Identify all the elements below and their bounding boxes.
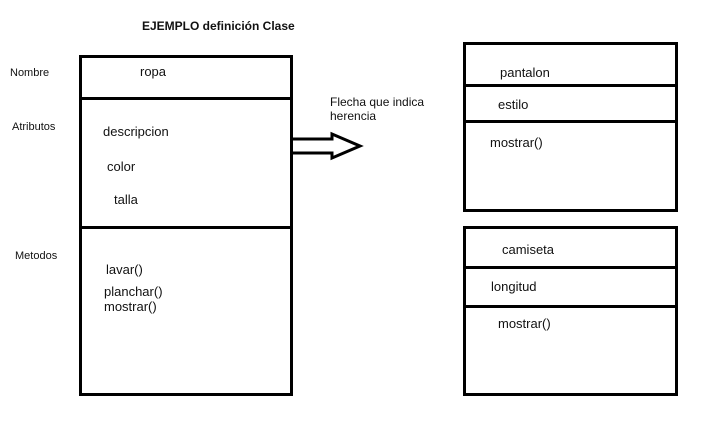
base-class-divider-attrs [79, 226, 293, 229]
pantalon-divider-name [463, 84, 678, 87]
camiseta-attribute: longitud [491, 279, 537, 294]
base-attribute-color: color [107, 159, 136, 174]
base-class-box [79, 55, 293, 396]
camiseta-method: mostrar() [498, 316, 551, 331]
camiseta-divider-attrs [463, 305, 678, 308]
base-class-name: ropa [140, 64, 167, 79]
pantalon-divider-attrs [463, 120, 678, 123]
label-nombre: Nombre [10, 67, 50, 79]
label-atributos: Atributos [12, 121, 56, 133]
pantalon-name: pantalon [500, 65, 550, 80]
base-attribute-descripcion: descripcion [103, 124, 169, 139]
pantalon-attribute: estilo [498, 97, 529, 112]
pantalon-method: mostrar() [490, 135, 543, 150]
base-method-planchar: planchar() [104, 284, 163, 299]
diagram-title: EJEMPLO definición Clase [142, 19, 295, 33]
camiseta-name: camiseta [502, 242, 555, 257]
subclass-pantalon-box [463, 42, 678, 212]
base-attribute-talla: talla [114, 192, 138, 207]
label-metodos: Metodos [15, 250, 58, 262]
camiseta-divider-name [463, 266, 678, 269]
arrow-note: Flecha que indica herencia [330, 95, 425, 123]
base-method-mostrar: mostrar() [104, 299, 157, 314]
base-class-divider-name [79, 97, 293, 100]
base-method-lavar: lavar() [106, 262, 143, 277]
subclass-camiseta-box [463, 226, 678, 396]
